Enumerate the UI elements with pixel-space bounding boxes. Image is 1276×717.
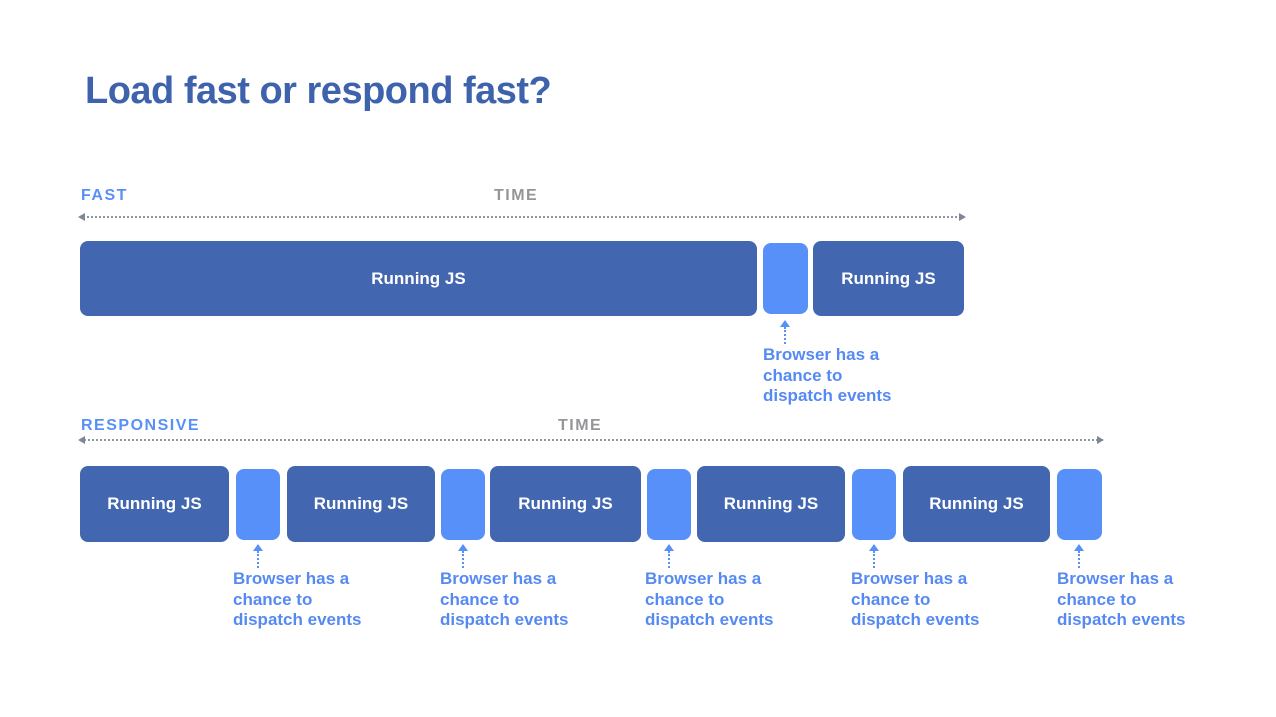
up-arrow-icon (664, 544, 674, 551)
up-arrow-icon (1074, 544, 1084, 551)
axis-left-arrow-icon (78, 436, 85, 444)
dispatch-events-annotation: Browser has a chance to dispatch events (1057, 569, 1186, 629)
up-arrow-line (1078, 551, 1080, 568)
dispatch-events-annotation: Browser has a chance to dispatch events (440, 569, 569, 629)
dispatch-events-annotation: Browser has a chance to dispatch events (233, 569, 362, 629)
up-arrow-line (873, 551, 875, 568)
axis-right-arrow-icon (959, 213, 966, 221)
up-arrow-line (257, 551, 259, 568)
event-gap-block (647, 469, 691, 540)
up-arrow-line (462, 551, 464, 568)
dispatch-events-annotation: Browser has a chance to dispatch events (763, 345, 892, 405)
event-gap-block (441, 469, 485, 540)
up-arrow-icon (253, 544, 263, 551)
dispatch-events-annotation: Browser has a chance to dispatch events (645, 569, 774, 629)
running-js-bar: Running JS (287, 466, 435, 542)
running-js-bar: Running JS (813, 241, 964, 316)
axis-left-arrow-icon (78, 213, 85, 221)
fast-time-axis (78, 213, 966, 221)
running-js-bar: Running JS (490, 466, 641, 542)
fast-time-label: TIME (494, 187, 539, 204)
running-js-bar: Running JS (697, 466, 845, 542)
event-gap-block (852, 469, 896, 540)
dispatch-events-annotation: Browser has a chance to dispatch events (851, 569, 980, 629)
event-gap-block (236, 469, 280, 540)
running-js-bar: Running JS (903, 466, 1050, 542)
event-gap-block (1057, 469, 1102, 540)
fast-section-label: FAST (81, 187, 128, 204)
up-arrow-icon (780, 320, 790, 327)
up-arrow-icon (458, 544, 468, 551)
axis-right-arrow-icon (1097, 436, 1104, 444)
responsive-time-axis (78, 436, 1104, 444)
event-gap-block (763, 243, 808, 314)
up-arrow-line (668, 551, 670, 568)
slide-title: Load fast or respond fast? (85, 70, 552, 112)
responsive-time-label: TIME (558, 417, 603, 434)
up-arrow-icon (869, 544, 879, 551)
responsive-section-label: RESPONSIVE (81, 417, 201, 434)
running-js-bar: Running JS (80, 466, 229, 542)
up-arrow-line (784, 327, 786, 344)
running-js-bar: Running JS (80, 241, 757, 316)
